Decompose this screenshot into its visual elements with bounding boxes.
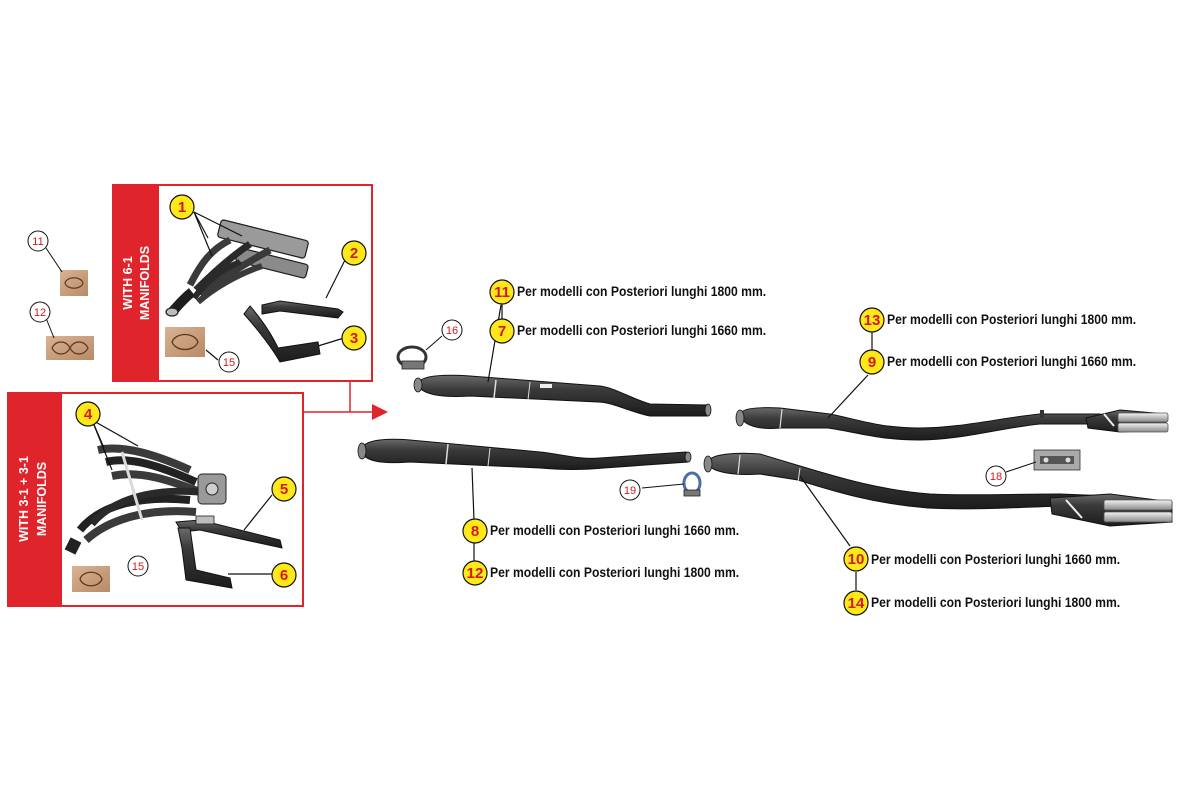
callout-2: 2 bbox=[341, 240, 367, 266]
label-13: Per modelli con Posteriori lunghi 1800 m… bbox=[887, 312, 1137, 327]
callout-10: 10 bbox=[843, 546, 869, 572]
svg-text:12: 12 bbox=[467, 565, 484, 582]
panel-6-1-title-line1: WITH 6-1 bbox=[121, 256, 135, 310]
svg-text:4: 4 bbox=[84, 406, 93, 423]
label-12-note: Per modelli con Posteriori lunghi 1800 m… bbox=[490, 565, 740, 580]
gasket-part-11: 11 bbox=[27, 230, 88, 296]
panel-3-1-manifolds: WITH 3-1 + 3-1 MANIFOLDS bbox=[7, 392, 304, 607]
callout-9: 9 bbox=[859, 349, 885, 375]
callout-12-note: 12 bbox=[462, 560, 488, 586]
svg-text:18: 18 bbox=[990, 471, 1002, 483]
svg-text:1: 1 bbox=[178, 199, 186, 216]
panel-3-1-title-line2: MANIFOLDS bbox=[35, 462, 49, 536]
gasket-part-15-top bbox=[165, 327, 205, 357]
svg-text:7: 7 bbox=[498, 323, 506, 340]
svg-text:16: 16 bbox=[446, 325, 458, 337]
callout-13: 13 bbox=[859, 307, 885, 333]
clamp-part-19: 19 bbox=[619, 471, 702, 501]
svg-text:19: 19 bbox=[624, 485, 636, 497]
gasket-part-15-bottom bbox=[72, 566, 110, 592]
callout-7: 7 bbox=[489, 318, 515, 344]
svg-text:15: 15 bbox=[223, 357, 235, 369]
label-7: Per modelli con Posteriori lunghi 1660 m… bbox=[517, 323, 767, 338]
svg-text:13: 13 bbox=[864, 312, 881, 329]
gasket-part-12: 12 bbox=[29, 301, 94, 360]
panel-6-1-title-line2: MANIFOLDS bbox=[138, 246, 152, 320]
callout-8: 8 bbox=[462, 518, 488, 544]
svg-text:3: 3 bbox=[350, 330, 358, 347]
callout-4: 4 bbox=[75, 401, 101, 427]
svg-text:12: 12 bbox=[34, 307, 46, 319]
silencer-part-7-11 bbox=[413, 374, 712, 417]
svg-text:5: 5 bbox=[280, 481, 288, 498]
panel-connector-arrow bbox=[303, 381, 388, 420]
rear-pipe-part-9-13 bbox=[735, 407, 1169, 441]
svg-text:9: 9 bbox=[868, 354, 876, 371]
panel-6-1-manifolds: WITH 6-1 MANIFOLDS bbox=[112, 184, 373, 382]
callout-3: 3 bbox=[341, 325, 367, 351]
manifold-3-1-drawing bbox=[64, 444, 227, 555]
manifold-6-1-drawing bbox=[165, 219, 309, 317]
label-8: Per modelli con Posteriori lunghi 1660 m… bbox=[490, 523, 740, 538]
svg-text:2: 2 bbox=[350, 245, 358, 262]
callout-6: 6 bbox=[271, 562, 297, 588]
svg-text:10: 10 bbox=[848, 551, 865, 568]
pipe-part-3 bbox=[243, 305, 321, 363]
callout-15-bottom: 15 bbox=[127, 555, 149, 577]
panel-6-1-title-bar bbox=[113, 185, 159, 381]
bracket-part-18: 18 bbox=[985, 449, 1081, 487]
panel-3-1-title-line1: WITH 3-1 + 3-1 bbox=[17, 456, 31, 542]
clamp-part-16: 16 bbox=[396, 319, 463, 370]
svg-text:11: 11 bbox=[32, 236, 43, 248]
silencer-part-8-12 bbox=[357, 438, 692, 470]
label-10: Per modelli con Posteriori lunghi 1660 m… bbox=[871, 552, 1121, 567]
panel-3-1-title-bar bbox=[8, 393, 62, 606]
svg-text:6: 6 bbox=[280, 567, 288, 584]
callout-1: 1 bbox=[169, 194, 195, 220]
svg-text:11: 11 bbox=[494, 284, 510, 301]
svg-text:15: 15 bbox=[132, 561, 144, 573]
label-14: Per modelli con Posteriori lunghi 1800 m… bbox=[871, 595, 1121, 610]
pipe-part-2 bbox=[261, 300, 344, 319]
callout-15-top: 15 bbox=[218, 351, 240, 373]
svg-text:14: 14 bbox=[848, 595, 865, 612]
callout-5: 5 bbox=[271, 476, 297, 502]
svg-text:8: 8 bbox=[471, 523, 479, 540]
label-11-note: Per modelli con Posteriori lunghi 1800 m… bbox=[517, 284, 767, 299]
callout-11-note: 11 bbox=[489, 279, 515, 305]
label-9: Per modelli con Posteriori lunghi 1660 m… bbox=[887, 354, 1137, 369]
pipe-part-6 bbox=[177, 527, 233, 589]
callout-14: 14 bbox=[843, 590, 869, 616]
rear-pipe-part-10-14 bbox=[703, 452, 1173, 527]
